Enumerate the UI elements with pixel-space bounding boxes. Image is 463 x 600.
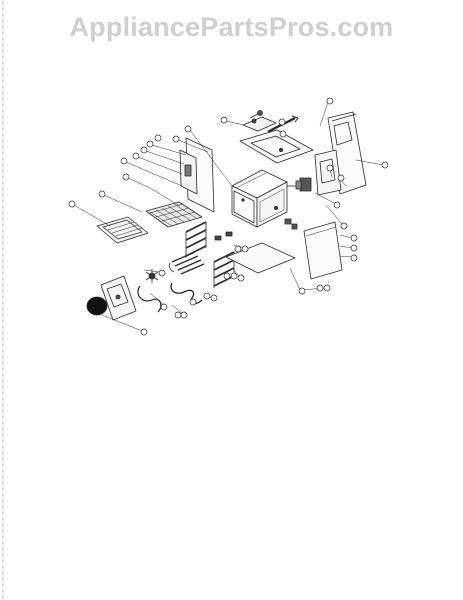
oven-cavity [231,169,288,228]
top-control-bracket [242,110,277,132]
oven-rack [145,201,203,228]
page-edge-dots [2,0,4,600]
convection-fan-cover [100,275,137,321]
broiler-pan [96,216,149,244]
top-heat-shield [239,129,314,164]
convection-element [137,285,162,313]
broil-element [170,282,203,305]
bake-element [168,251,205,275]
rack-guide-left [185,221,207,258]
side-panel-right [303,221,343,280]
convection-fan-motor [287,177,312,192]
fan-baffle [86,296,108,316]
convection-fan-blade [145,269,159,283]
rear-mounting-plate [314,149,342,196]
cavity-side-panel [179,149,198,195]
